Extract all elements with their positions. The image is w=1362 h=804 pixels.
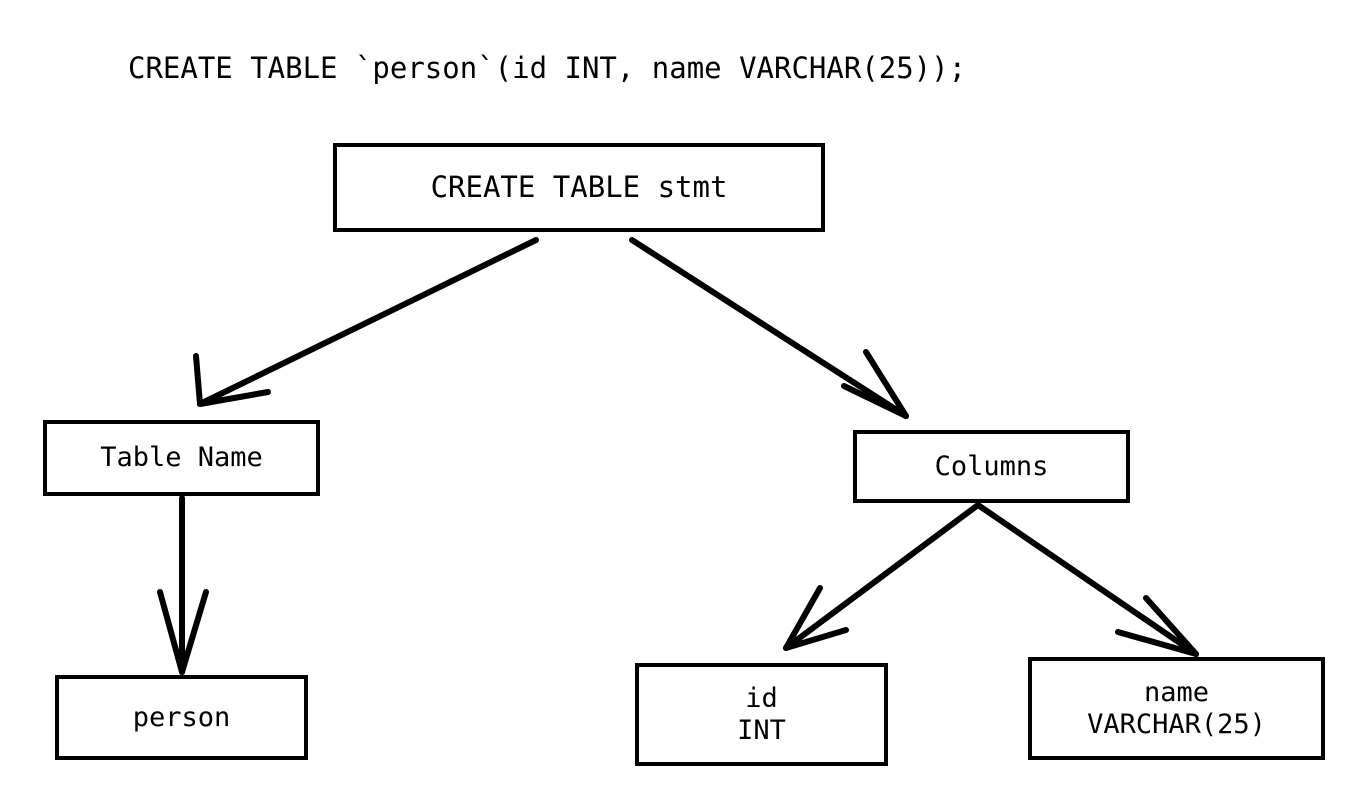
node-person[interactable]: person — [55, 675, 308, 760]
node-table-name-label: Table Name — [100, 442, 263, 474]
edge-columns-to-col-id — [783, 502, 981, 651]
node-column-name-type: VARCHAR(25) — [1087, 708, 1266, 740]
node-root-label: CREATE TABLE stmt — [430, 170, 728, 205]
edge-root-to-table-name — [193, 237, 539, 407]
node-person-label: person — [132, 701, 231, 733]
node-column-id[interactable]: id INT — [635, 663, 888, 766]
sql-statement-caption: CREATE TABLE `person`(id INT, name VARCH… — [128, 51, 967, 85]
node-column-id-type: INT — [737, 714, 786, 746]
edge-root-to-columns — [629, 237, 909, 419]
node-columns[interactable]: Columns — [853, 430, 1130, 503]
node-column-name-name: name — [1143, 676, 1210, 708]
node-column-name[interactable]: name VARCHAR(25) — [1028, 657, 1325, 760]
node-create-table-stmt[interactable]: CREATE TABLE stmt — [333, 143, 825, 232]
node-column-id-name: id — [745, 682, 778, 714]
node-columns-label: Columns — [934, 450, 1049, 482]
node-table-name[interactable]: Table Name — [43, 420, 320, 496]
edge-columns-to-col-name — [975, 502, 1199, 657]
edge-table-name-to-person — [157, 495, 209, 675]
